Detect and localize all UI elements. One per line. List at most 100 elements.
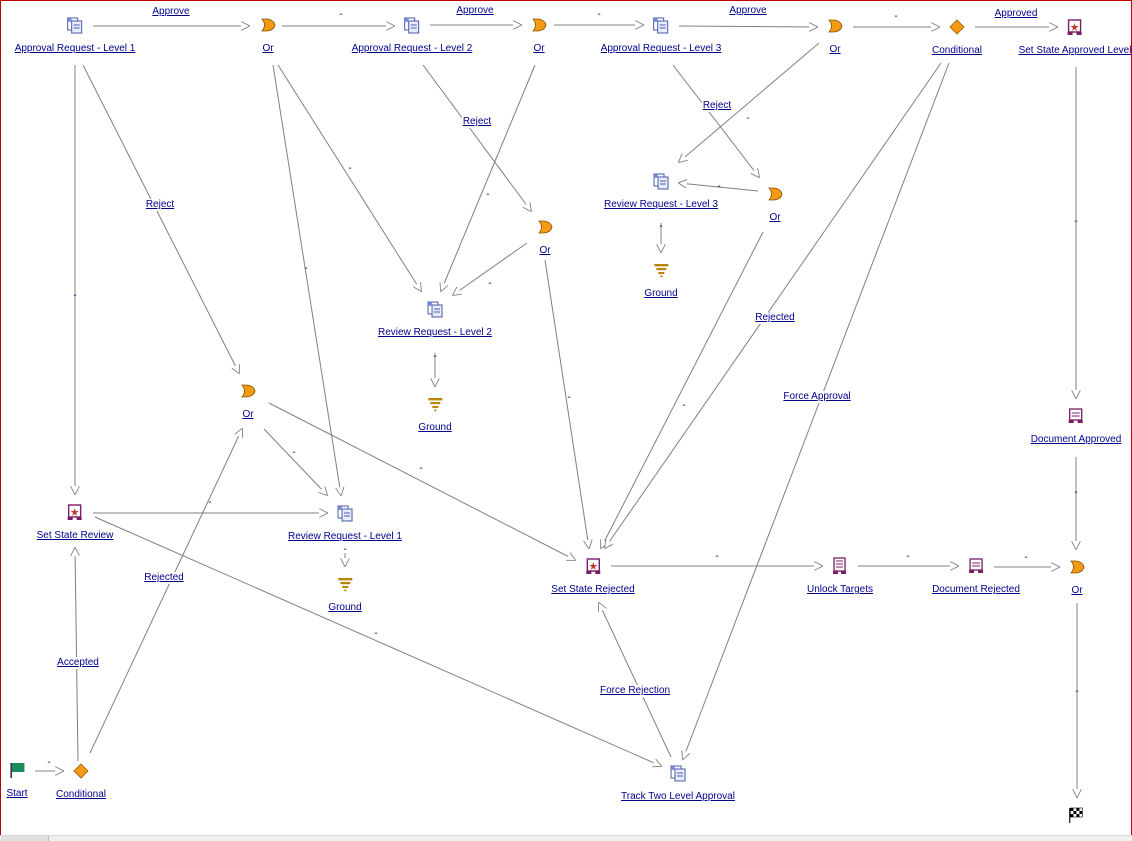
node-or3[interactable]: Or — [826, 17, 844, 56]
edge-e5[interactable] — [678, 26, 817, 27]
edge-label[interactable]: Force Rejection — [598, 685, 672, 697]
node-review1[interactable]: Review Request - Level 1 — [288, 504, 402, 543]
edge-e34[interactable] — [75, 548, 78, 762]
node-ground1[interactable]: Ground — [328, 575, 362, 614]
edge-e10[interactable] — [277, 64, 421, 291]
edge-label[interactable]: - — [1075, 686, 1079, 697]
node-label[interactable]: Or — [533, 43, 545, 54]
node-set-rejected[interactable]: Set State Rejected — [551, 557, 635, 596]
node-label[interactable]: Or — [1071, 585, 1083, 596]
edge-label[interactable]: - — [419, 463, 423, 474]
edge-e15[interactable] — [679, 183, 759, 192]
scrollbar-thumb[interactable] — [1, 836, 49, 841]
edge-e25[interactable] — [263, 428, 327, 495]
node-label[interactable]: Approval Request - Level 3 — [600, 43, 722, 54]
node-label[interactable]: Review Request - Level 3 — [604, 199, 718, 210]
edge-e22[interactable] — [683, 62, 950, 759]
edge-e26[interactable] — [268, 402, 575, 560]
node-label[interactable]: Set State Approved Level — [1018, 45, 1132, 56]
edge-label[interactable]: - — [374, 628, 378, 639]
node-set-review[interactable]: Set State Review — [36, 503, 114, 542]
edge-e38[interactable] — [599, 603, 672, 758]
node-approval3[interactable]: Approval Request - Level 3 — [600, 16, 722, 55]
node-unlock[interactable]: Unlock Targets — [807, 557, 873, 596]
node-ground3[interactable]: Ground — [644, 261, 678, 300]
edge-label[interactable]: Reject — [701, 100, 733, 112]
edge-e37[interactable] — [94, 516, 661, 766]
node-label[interactable]: Review Request - Level 2 — [378, 327, 492, 338]
node-set-approved[interactable]: Set State Approved Level — [1018, 18, 1132, 57]
node-or-end[interactable]: Or — [1068, 558, 1086, 597]
node-or-r2[interactable]: Or — [536, 218, 554, 257]
node-label[interactable]: Or — [539, 245, 551, 256]
edge-label[interactable]: Rejected — [143, 572, 185, 584]
node-finish[interactable] — [1067, 806, 1085, 824]
edge-label[interactable]: - — [348, 163, 352, 174]
edge-e8[interactable] — [82, 64, 239, 373]
node-label[interactable]: Track Two Level Approval — [621, 791, 735, 802]
node-label[interactable]: Set State Rejected — [551, 584, 635, 595]
edge-label[interactable]: - — [1024, 552, 1028, 563]
edge-label[interactable]: Accepted — [56, 657, 100, 669]
node-review3[interactable]: Review Request - Level 3 — [604, 172, 718, 211]
edge-e21[interactable] — [605, 62, 942, 548]
node-cond-bottom[interactable]: Conditional — [56, 762, 106, 801]
node-label[interactable]: Review Request - Level 1 — [288, 531, 402, 542]
edge-label[interactable]: Reject — [144, 199, 176, 211]
node-label[interactable]: Unlock Targets — [807, 584, 873, 595]
node-label[interactable]: Ground — [644, 288, 678, 299]
edge-label[interactable]: - — [486, 189, 490, 200]
node-label[interactable]: Conditional — [931, 45, 983, 56]
edge-e24[interactable] — [272, 64, 341, 495]
edge-label[interactable]: Rejected — [754, 312, 796, 324]
edge-label[interactable]: - — [47, 757, 51, 768]
node-label[interactable]: Document Rejected — [932, 584, 1020, 595]
node-doc-approved[interactable]: Document Approved — [1030, 407, 1122, 446]
edge-label[interactable]: Force Approval — [782, 391, 852, 403]
edge-label[interactable]: - — [292, 447, 296, 458]
node-label[interactable]: Ground — [418, 422, 452, 433]
edge-e17[interactable] — [453, 242, 528, 295]
edge-label[interactable]: Approve — [151, 6, 191, 18]
edge-label[interactable]: - — [567, 392, 571, 403]
edge-label[interactable]: - — [906, 551, 910, 562]
node-label[interactable]: Set State Review — [36, 530, 114, 541]
node-label[interactable]: Or — [242, 409, 254, 420]
edge-e12[interactable] — [441, 64, 536, 291]
node-start[interactable]: Start — [6, 761, 28, 800]
node-label[interactable]: Or — [262, 43, 274, 54]
node-label[interactable]: Ground — [328, 602, 362, 613]
edge-label[interactable]: - — [715, 551, 719, 562]
edge-label[interactable]: - — [746, 113, 750, 124]
node-doc-rejected[interactable]: Document Rejected — [932, 557, 1020, 596]
edge-label[interactable]: - — [488, 278, 492, 289]
node-approval1[interactable]: Approval Request - Level 1 — [14, 16, 136, 55]
edge-label[interactable]: - — [682, 400, 686, 411]
edge-label[interactable]: - — [659, 221, 663, 232]
node-track[interactable]: Track Two Level Approval — [621, 764, 735, 803]
node-label[interactable]: Start — [6, 788, 28, 799]
edge-label[interactable]: - — [433, 351, 437, 362]
horizontal-scrollbar[interactable] — [0, 835, 1132, 841]
node-label[interactable]: Document Approved — [1030, 434, 1122, 445]
node-review2[interactable]: Review Request - Level 2 — [378, 300, 492, 339]
node-ground2[interactable]: Ground — [418, 395, 452, 434]
edge-label[interactable]: - — [343, 544, 347, 555]
edge-e18[interactable] — [544, 259, 589, 548]
edge-label[interactable]: - — [339, 9, 343, 20]
edge-label[interactable]: - — [1074, 216, 1078, 227]
edge-e19[interactable] — [601, 231, 764, 548]
edge-label[interactable]: Approve — [728, 5, 768, 17]
node-label[interactable]: Or — [769, 212, 781, 223]
node-label[interactable]: Conditional — [55, 789, 107, 800]
edge-e35[interactable] — [89, 429, 242, 754]
node-approval2[interactable]: Approval Request - Level 2 — [352, 16, 472, 55]
edge-label[interactable]: - — [1074, 487, 1078, 498]
edge-label[interactable]: - — [304, 263, 308, 274]
node-cond-top[interactable]: Conditional — [932, 18, 982, 57]
edge-label[interactable]: Approve — [455, 5, 495, 17]
node-label[interactable]: Approval Request - Level 1 — [14, 43, 136, 54]
edge-label[interactable]: - — [597, 9, 601, 20]
node-label[interactable]: Or — [829, 44, 841, 55]
